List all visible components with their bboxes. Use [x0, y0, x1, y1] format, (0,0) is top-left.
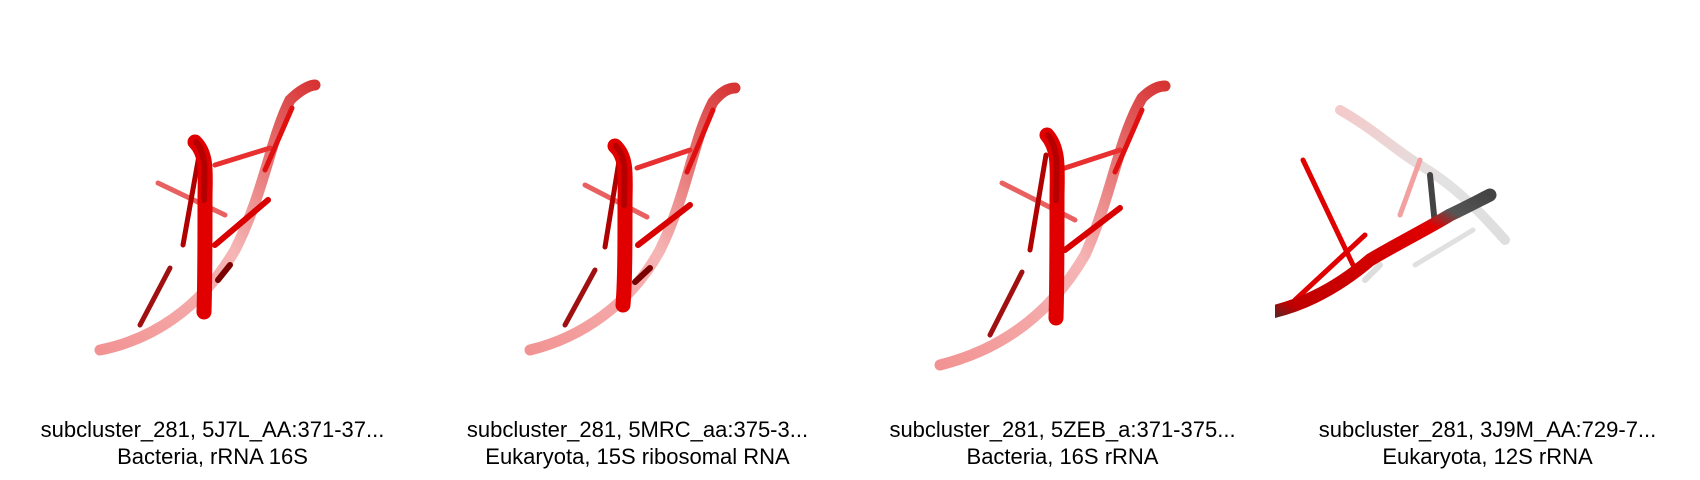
panel-subtitle-2: Eukaryota, 15S ribosomal RNA	[485, 444, 790, 469]
structure-panel-2: subcluster_281, 5MRC_aa:375-3... Eukaryo…	[425, 0, 850, 480]
panel-subtitle-3: Bacteria, 16S rRNA	[966, 444, 1159, 469]
structure-panel-3: subcluster_281, 5ZEB_a:371-375... Bacter…	[850, 0, 1275, 480]
panel-title-4: subcluster_281, 3J9M_AA:729-7...	[1318, 417, 1657, 442]
structure-panel-4: subcluster_281, 3J9M_AA:729-7... Eukaryo…	[1275, 0, 1700, 480]
panel-title-2: subcluster_281, 5MRC_aa:375-3...	[466, 417, 809, 442]
rna-structure-render-2	[524, 82, 741, 356]
rna-structure-render-1	[94, 79, 321, 356]
panel-caption-2: subcluster_281, 5MRC_aa:375-3... Eukaryo…	[425, 416, 850, 470]
panel-caption-4: subcluster_281, 3J9M_AA:729-7... Eukaryo…	[1275, 416, 1700, 470]
panel-title-1: subcluster_281, 5J7L_AA:371-37...	[40, 417, 385, 442]
rna-structure-render-3	[934, 80, 1171, 371]
rna-structure-render-4	[1275, 105, 1510, 318]
structure-panel-1: subcluster_281, 5J7L_AA:371-37... Bacter…	[0, 0, 425, 480]
panel-subtitle-4: Eukaryota, 12S rRNA	[1382, 444, 1593, 469]
panel-title-3: subcluster_281, 5ZEB_a:371-375...	[889, 417, 1236, 442]
panel-caption-3: subcluster_281, 5ZEB_a:371-375... Bacter…	[850, 416, 1275, 470]
panel-caption-1: subcluster_281, 5J7L_AA:371-37... Bacter…	[0, 416, 425, 470]
panel-subtitle-1: Bacteria, rRNA 16S	[117, 444, 308, 469]
